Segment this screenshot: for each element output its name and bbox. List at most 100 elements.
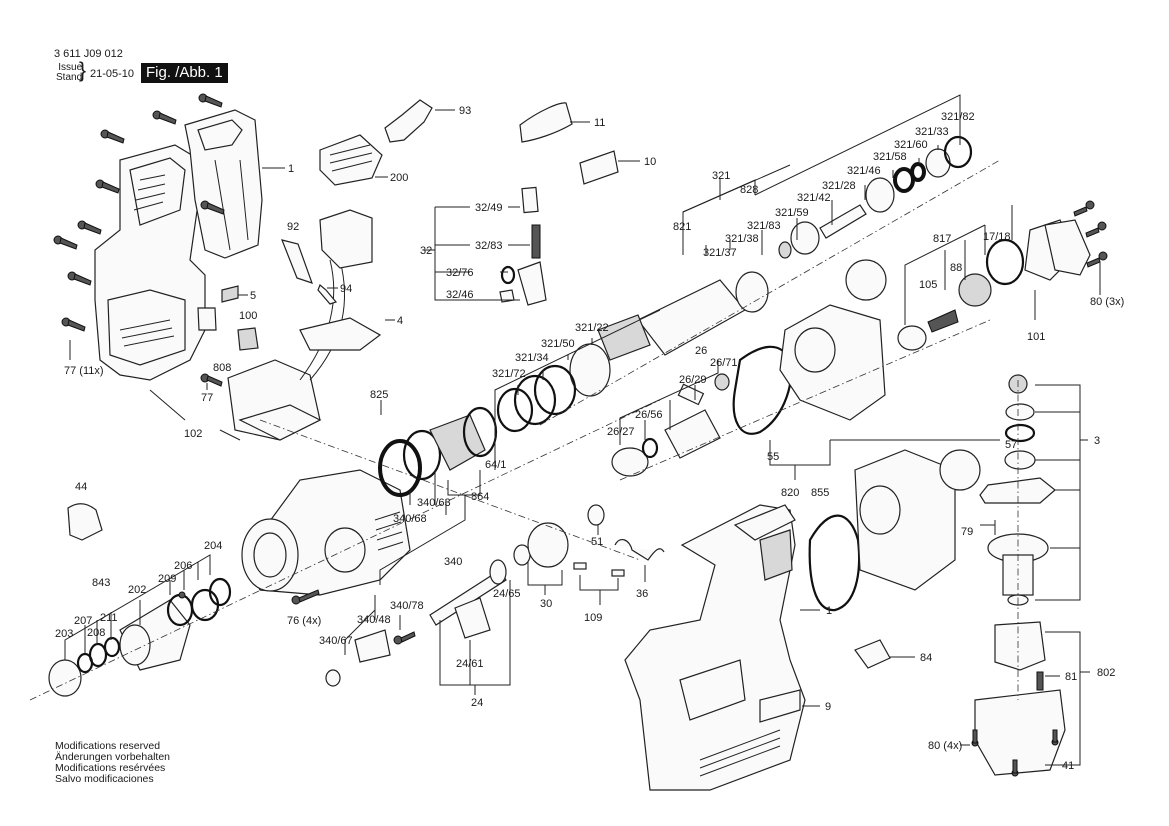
callout-labels: 93 11 10 1 200 92 94 5 4 100 808 77 (11x…	[55, 105, 1124, 772]
callout-1-handle: 1	[826, 605, 832, 617]
callout-101: 101	[1027, 331, 1045, 343]
callout-26-56: 26/56	[635, 409, 663, 421]
callout-55: 55	[767, 451, 779, 463]
callout-864: 864	[471, 491, 489, 503]
piston-26-assembly	[611, 345, 793, 477]
brace-glyph: }	[79, 59, 87, 82]
screw-icon	[200, 200, 225, 215]
callout-321-83: 321/83	[747, 220, 781, 232]
callout-206: 206	[174, 560, 192, 572]
spring-5	[221, 285, 239, 303]
hammer-front-housing	[241, 469, 411, 596]
callout-32-49: 32/49	[475, 202, 503, 214]
left-housing-half	[94, 144, 206, 381]
callout-92: 92	[287, 221, 299, 233]
callout-4: 4	[397, 315, 403, 327]
callout-5: 5	[250, 290, 256, 302]
callout-100: 100	[239, 310, 257, 322]
screw-icon	[53, 235, 78, 250]
part-100	[237, 327, 259, 351]
brush-holder-32	[517, 261, 547, 306]
callout-79: 79	[961, 526, 973, 538]
screw-icon	[1011, 759, 1019, 777]
callout-208: 208	[87, 627, 105, 639]
callout-321-28: 321/28	[822, 180, 856, 192]
switch-84	[854, 639, 891, 669]
callout-200: 200	[390, 172, 408, 184]
callout-321-38: 321/38	[725, 233, 759, 245]
screw-icon	[95, 179, 120, 194]
callout-321-37: 321/37	[703, 247, 737, 259]
callout-57: 57	[1005, 439, 1017, 451]
notice-de: Änderungen vorbehalten	[55, 751, 171, 763]
screw-icon	[393, 631, 416, 645]
callout-1: 1	[288, 163, 294, 175]
callout-820: 820	[781, 487, 799, 499]
callout-321-58: 321/58	[873, 151, 907, 163]
callout-203: 203	[55, 628, 73, 640]
spring-32-83	[531, 224, 541, 259]
lever-94	[317, 284, 338, 305]
assembly-axis	[619, 319, 991, 481]
callout-340-63: 340/63	[417, 497, 451, 509]
switch-plate-92	[281, 239, 313, 284]
screw-icon	[1073, 200, 1095, 217]
issue-label: Issue Stand	[56, 63, 82, 83]
issue-label-de: Stand	[56, 72, 83, 83]
callout-321-46: 321/46	[847, 165, 881, 177]
screw-icon	[1086, 251, 1108, 268]
callout-32-83: 32/83	[475, 240, 503, 252]
screw-icon	[200, 373, 223, 387]
callout-828: 828	[740, 184, 758, 196]
callout-821: 821	[673, 221, 691, 233]
notice-es: Salvo modificaciones	[55, 773, 154, 785]
callout-207: 207	[74, 615, 92, 627]
screw-icon	[1085, 221, 1107, 238]
callout-24-65: 24/65	[493, 588, 521, 600]
notice-fr: Modifications resérvées	[55, 762, 166, 774]
callout-26: 26	[695, 345, 707, 357]
callout-825: 825	[370, 389, 388, 401]
callout-51: 51	[591, 536, 603, 548]
callout-321-72: 321/72	[492, 368, 526, 380]
leader-lines	[64, 94, 1101, 766]
callout-3: 3	[1094, 435, 1100, 447]
gear-housing-820	[779, 259, 887, 421]
callout-32-76: 32/76	[446, 267, 474, 279]
callout-808: 808	[213, 362, 231, 374]
screw-icon	[61, 317, 86, 332]
callout-340-67: 340/67	[319, 635, 353, 647]
document-number: 3 611 J09 012	[54, 48, 123, 60]
callout-80-4x: 80 (4x)	[928, 740, 962, 752]
detail-magnifier	[845, 259, 887, 301]
figure-badge: Fig. /Abb. 1	[141, 63, 228, 83]
screw-icon	[291, 589, 320, 605]
callout-109: 109	[584, 612, 602, 624]
callout-84: 84	[920, 652, 932, 664]
callout-64-1: 64/1	[485, 459, 506, 471]
chuck-parts-843	[48, 503, 232, 697]
crank-30-parts	[513, 504, 665, 577]
callout-32-46: 32/46	[446, 289, 474, 301]
bearing-rings-340	[378, 406, 498, 497]
screw-icon	[971, 729, 979, 747]
callout-81: 81	[1065, 671, 1077, 683]
callout-76-4x: 76 (4x)	[287, 615, 321, 627]
callout-24-61: 24/61	[456, 658, 484, 670]
callout-9: 9	[825, 701, 831, 713]
callout-44: 44	[75, 481, 87, 493]
sticker-10	[579, 150, 619, 185]
callout-855: 855	[811, 487, 829, 499]
callout-24: 24	[471, 697, 483, 709]
issue-date: 21-05-10	[90, 68, 135, 80]
stator-802	[971, 621, 1066, 777]
callout-321-22: 321/22	[575, 322, 609, 334]
callout-321-59: 321/59	[775, 207, 809, 219]
cap-200	[319, 134, 383, 186]
callout-77-11x: 77 (11x)	[64, 365, 104, 377]
insert-44	[67, 503, 103, 541]
callout-340-78: 340/78	[390, 600, 424, 612]
callout-30: 30	[540, 598, 552, 610]
label-plate-808	[197, 307, 217, 331]
callout-321-82: 321/82	[941, 111, 975, 123]
